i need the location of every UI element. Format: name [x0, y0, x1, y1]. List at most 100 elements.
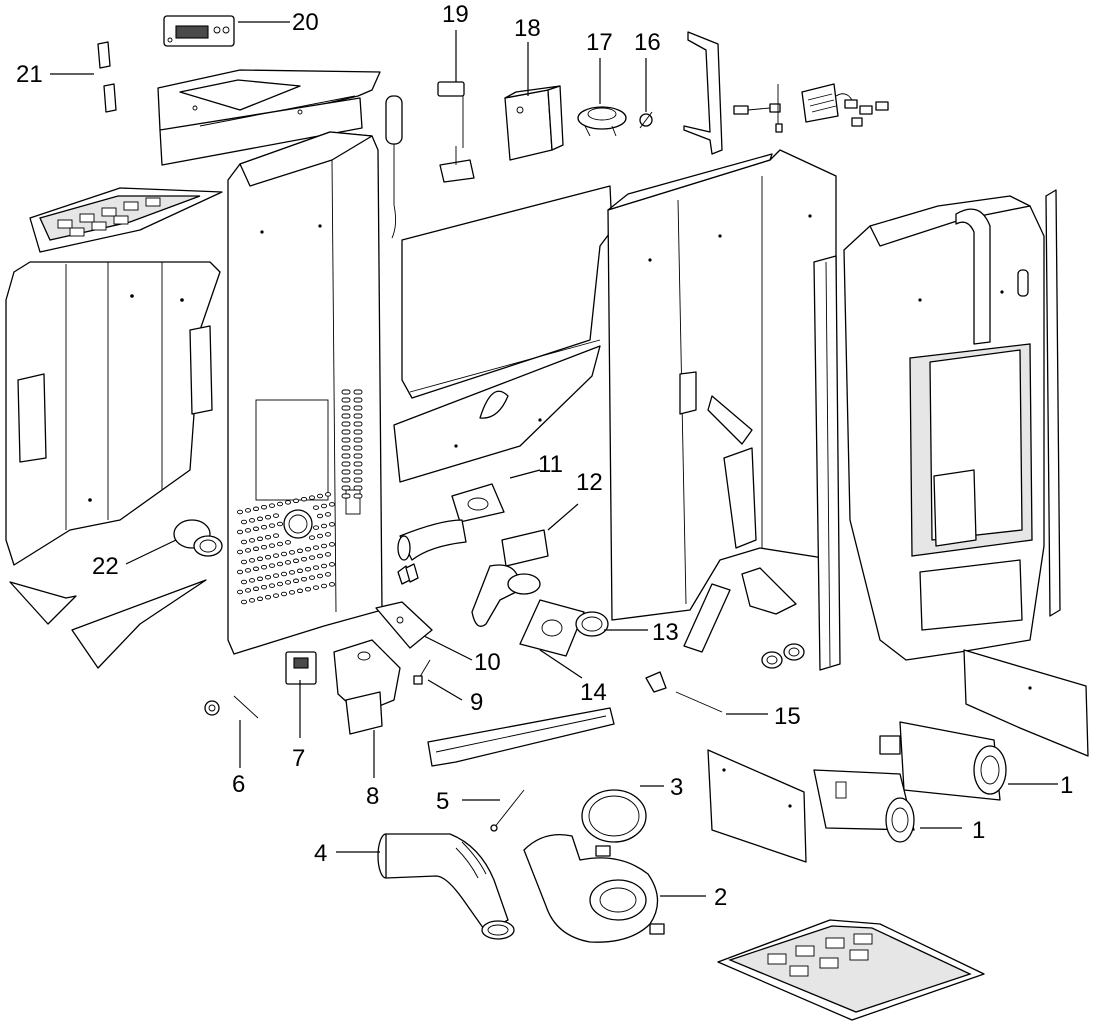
perforation-hole — [252, 586, 260, 592]
perforation-hole — [288, 550, 296, 555]
callout-22: 22 — [92, 553, 119, 580]
perforation-hole — [316, 573, 324, 579]
perforation-hole — [268, 543, 276, 548]
callout-11: 11 — [538, 451, 563, 478]
perforation-hole — [312, 545, 320, 550]
perforation-hole — [324, 572, 332, 577]
wiring-harness — [733, 83, 889, 133]
hopper-small-parts — [683, 567, 805, 669]
perforation-hole — [324, 532, 332, 537]
part-7-terminal-block — [285, 651, 317, 685]
perforation-hole — [244, 588, 252, 593]
callout-19: 19 — [442, 1, 469, 28]
callout-13: 13 — [652, 619, 679, 646]
hopper-lid-panel — [393, 185, 613, 483]
perforation-hole — [284, 540, 292, 545]
perforation-hole — [292, 498, 300, 504]
callout-17: 17 — [586, 29, 613, 56]
perforation-hole — [248, 578, 256, 583]
perforation-hole — [260, 544, 268, 550]
vent-slot — [341, 493, 351, 499]
perforation-hole — [240, 519, 248, 525]
perforation-hole — [236, 509, 244, 515]
vent-slot — [341, 421, 351, 427]
perforation-hole — [324, 512, 332, 517]
perforation-hole — [300, 576, 308, 582]
perforation-hole — [320, 503, 328, 509]
perforation-hole — [240, 579, 248, 585]
perforation-hole — [320, 563, 328, 569]
perforation-hole — [264, 514, 272, 520]
callout-21: 21 — [16, 61, 43, 88]
perforation-hole — [256, 576, 264, 582]
perforation-hole — [248, 558, 256, 563]
perforation-hole — [264, 594, 272, 600]
perforation-hole — [252, 566, 260, 572]
perforation-hole — [288, 570, 296, 575]
leader-lines — [50, 21, 1058, 897]
sensor-rod — [385, 95, 403, 239]
perforation-hole — [284, 560, 292, 565]
part-16-thermostat — [639, 111, 653, 129]
perforation-hole — [296, 548, 304, 554]
callout-3: 3 — [670, 774, 683, 801]
perforation-hole — [264, 574, 272, 580]
callout-14: 14 — [580, 679, 607, 706]
vent-slot — [353, 429, 363, 435]
perforation-hole — [320, 583, 328, 589]
part-3-gasket-ring — [581, 789, 647, 843]
perforation-hole — [256, 596, 264, 602]
perforation-hole — [240, 539, 248, 545]
perforation-hole — [252, 506, 260, 512]
perforation-hole — [256, 556, 264, 562]
vent-slot — [353, 493, 363, 499]
part-2-fan-housing — [523, 833, 665, 943]
perforation-hole — [324, 552, 332, 557]
perforation-hole — [316, 553, 324, 559]
perforation-hole — [244, 508, 252, 513]
perforation-hole — [236, 589, 244, 595]
perforation-hole — [304, 586, 312, 592]
vent-slot — [341, 389, 351, 395]
perforation-hole — [240, 599, 248, 605]
perforation-hole — [236, 549, 244, 555]
perforation-hole — [296, 568, 304, 574]
vent-slot — [353, 405, 363, 411]
callout-10: 10 — [474, 649, 501, 676]
perforation-hole — [264, 534, 272, 540]
perforation-hole — [284, 580, 292, 585]
part-22-flue-adapter — [173, 519, 223, 557]
vent-slot — [353, 413, 363, 419]
perforation-hole — [244, 528, 252, 533]
vertical-rail-center — [813, 255, 841, 671]
perforation-hole — [236, 569, 244, 575]
vent-slot — [341, 429, 351, 435]
bottom-base-tray — [717, 919, 985, 1021]
part-15-ignitor — [645, 671, 723, 713]
perforation-hole — [328, 582, 336, 587]
vent-slot — [353, 469, 363, 475]
top-grille — [29, 187, 223, 253]
callout-9: 9 — [470, 689, 483, 716]
perforation-hole — [264, 554, 272, 560]
perforation-hole — [324, 492, 332, 497]
callout-18: 18 — [514, 15, 541, 42]
part-13-gasket-ring — [575, 611, 609, 637]
part-18-control-board — [504, 85, 564, 161]
perforation-hole — [268, 563, 276, 568]
callout-12: 12 — [576, 469, 603, 496]
vent-slot — [341, 453, 351, 459]
callout-15: 15 — [774, 703, 801, 730]
part-11-exhaust-pipe — [397, 483, 505, 561]
vent-slot — [353, 445, 363, 451]
perforation-hole — [312, 525, 320, 530]
part-20-control-panel — [163, 15, 235, 47]
perforation-hole — [328, 562, 336, 567]
perforation-hole — [272, 533, 280, 538]
callout-20: 20 — [292, 9, 319, 36]
perforation-hole — [260, 524, 268, 530]
perforation-hole — [260, 504, 268, 510]
vent-slot — [341, 397, 351, 403]
upright-bracket — [683, 31, 723, 155]
